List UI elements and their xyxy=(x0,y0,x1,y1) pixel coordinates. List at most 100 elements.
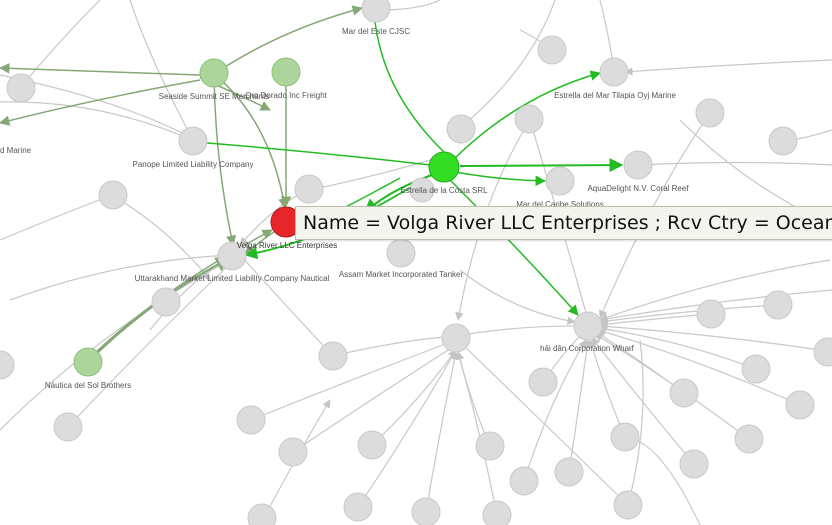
node-label: d Marine xyxy=(0,146,32,155)
edge xyxy=(588,339,626,438)
edge xyxy=(19,0,101,89)
edge xyxy=(597,328,801,406)
graph-node-seaside-summit[interactable] xyxy=(199,58,229,88)
graph-node[interactable] xyxy=(696,299,726,329)
node-label: Mar del Caribe Solutions xyxy=(516,200,604,209)
graph-node[interactable] xyxy=(669,378,699,408)
graph-node[interactable] xyxy=(509,466,539,496)
graph-node[interactable] xyxy=(599,57,629,87)
node-label: Estrella del Mar Tilapia Oyj Marine xyxy=(554,91,676,100)
edge xyxy=(213,73,289,210)
edge xyxy=(457,339,629,506)
edge xyxy=(371,349,457,446)
edge xyxy=(0,63,201,76)
edge xyxy=(455,321,589,337)
node-label: Estrella de la Costa SRL xyxy=(400,186,488,195)
tooltip-text: Name = Volga River LLC Enterprises ; Rcv… xyxy=(303,212,832,234)
graph-node[interactable] xyxy=(514,104,544,134)
graph-node[interactable] xyxy=(386,238,416,268)
graph-node[interactable] xyxy=(695,98,725,128)
graph-node[interactable] xyxy=(734,424,764,454)
graph-node[interactable] xyxy=(475,431,505,461)
edge xyxy=(449,179,579,316)
graph-node[interactable] xyxy=(247,503,277,525)
graph-node[interactable] xyxy=(6,73,36,103)
node-labels: Mar del Este CJSC Seaside Summit SE Merc… xyxy=(0,27,689,390)
node-label: hải dân Corporation Wharf xyxy=(540,344,635,353)
edge xyxy=(0,193,113,241)
edge xyxy=(591,337,695,465)
edge xyxy=(568,339,592,473)
edge xyxy=(129,0,193,139)
node-label: Oro Dorado Inc Freight xyxy=(245,91,328,100)
graph-node[interactable] xyxy=(446,114,476,144)
edge xyxy=(624,59,832,76)
graph-node[interactable] xyxy=(554,457,584,487)
graph-node[interactable] xyxy=(236,405,266,435)
graph-node[interactable] xyxy=(813,337,832,367)
graph-node[interactable] xyxy=(482,500,512,525)
edge xyxy=(0,79,201,126)
graph-node-nautica[interactable] xyxy=(73,347,103,377)
edge xyxy=(213,73,237,247)
graph-node[interactable] xyxy=(545,166,575,196)
edge xyxy=(250,338,457,421)
node-label: Seaside Summit SE Merchants xyxy=(159,92,270,101)
graph-node[interactable] xyxy=(178,126,208,156)
edge xyxy=(9,251,233,301)
graph-node-estrella-costa[interactable] xyxy=(428,151,460,183)
edge xyxy=(213,5,364,75)
graph-node[interactable] xyxy=(294,174,324,204)
partner-nodes xyxy=(73,57,301,377)
graph-node[interactable] xyxy=(409,177,435,203)
edge xyxy=(292,344,457,453)
graph-node[interactable] xyxy=(679,449,709,479)
graph-node[interactable] xyxy=(441,323,471,353)
node-label: AquaDelight N.V. Coral Reef xyxy=(587,184,689,193)
edge xyxy=(637,160,832,169)
edge xyxy=(357,349,457,508)
edge xyxy=(599,259,831,322)
edge xyxy=(599,322,821,351)
graph-node[interactable] xyxy=(278,437,308,467)
graph-node[interactable] xyxy=(613,490,643,520)
edge xyxy=(332,332,457,357)
graph-node[interactable] xyxy=(411,497,441,525)
graph-node[interactable] xyxy=(768,126,798,156)
graph-node[interactable] xyxy=(0,350,15,380)
graph-node[interactable] xyxy=(537,35,567,65)
graph-node[interactable] xyxy=(217,241,247,271)
edge xyxy=(180,136,431,166)
edge xyxy=(459,0,556,129)
graph-node[interactable] xyxy=(361,0,391,23)
edge xyxy=(425,351,459,513)
edge xyxy=(599,304,779,326)
graph-node[interactable] xyxy=(763,290,793,320)
edge xyxy=(454,70,602,159)
graph-node[interactable] xyxy=(573,311,603,341)
node-label: Mar del Este CJSC xyxy=(342,27,410,36)
edge xyxy=(625,339,644,506)
graph-node[interactable] xyxy=(528,367,558,397)
graph-node[interactable] xyxy=(53,412,83,442)
node-label: Panope Limited Liability Company xyxy=(133,160,254,169)
graph-node-oro-dorado[interactable] xyxy=(271,57,301,87)
graph-node[interactable] xyxy=(741,354,771,384)
edge xyxy=(597,324,757,370)
node-tooltip: Name = Volga River LLC Enterprises ; Rcv… xyxy=(295,206,832,240)
graph-node[interactable] xyxy=(343,492,373,522)
edge xyxy=(67,261,233,428)
edge xyxy=(239,254,334,357)
graph-node[interactable] xyxy=(785,390,815,420)
graph-node[interactable] xyxy=(623,150,653,180)
graph-node[interactable] xyxy=(151,287,181,317)
graph-node[interactable] xyxy=(610,422,640,452)
graph-node[interactable] xyxy=(357,430,387,460)
node-label: Assam Market Incorporated Tanker xyxy=(339,270,464,279)
graph-node[interactable] xyxy=(98,180,128,210)
edge xyxy=(679,119,821,221)
graph-node[interactable] xyxy=(318,341,348,371)
